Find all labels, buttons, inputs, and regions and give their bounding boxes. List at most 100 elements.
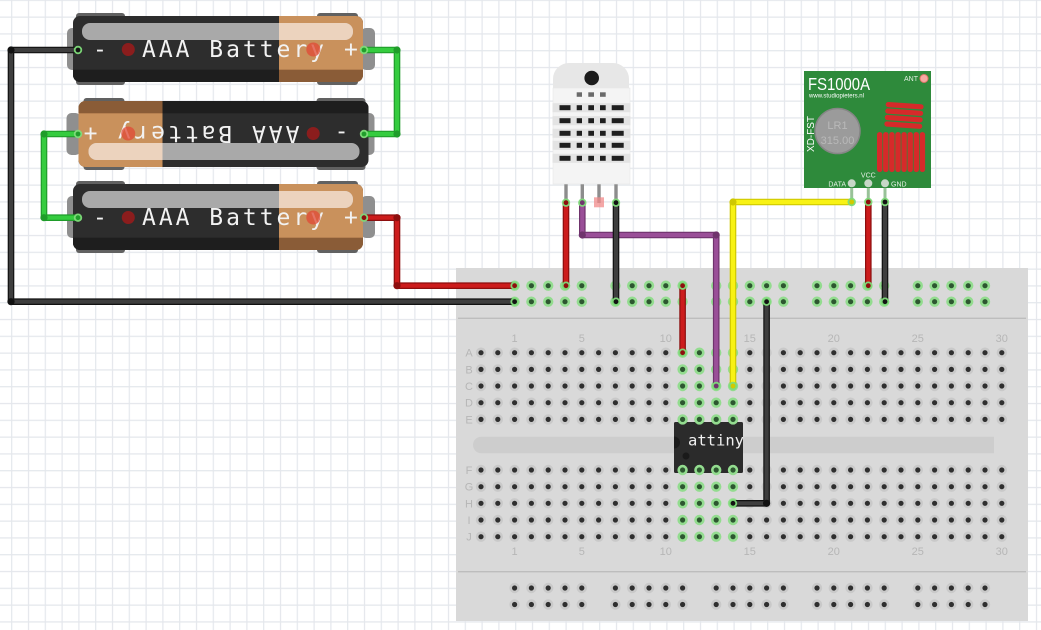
- breadboard-hole[interactable]: [778, 380, 789, 392]
- breadboard-hole[interactable]: [811, 364, 823, 375]
- breadboard-hole[interactable]: [895, 531, 907, 542]
- breadboard-hole[interactable]: [929, 481, 940, 492]
- breadboard-hole[interactable]: [509, 364, 520, 375]
- breadboard-hole[interactable]: [677, 414, 688, 425]
- wire-rf-gnd[interactable]: [880, 197, 890, 306]
- power-rail-hole-bottom[interactable]: [610, 582, 621, 594]
- breadboard-hole[interactable]: [475, 347, 487, 358]
- power-rail-hole-top[interactable]: [979, 280, 991, 291]
- breadboard-hole[interactable]: [593, 514, 604, 526]
- breadboard-hole[interactable]: [962, 347, 974, 358]
- power-rail-hole-top[interactable]: [912, 296, 923, 307]
- breadboard-hole[interactable]: [862, 397, 873, 408]
- breadboard-hole[interactable]: [509, 498, 520, 509]
- breadboard-hole[interactable]: [845, 531, 856, 542]
- breadboard-hole[interactable]: [912, 481, 923, 492]
- power-rail-hole-bottom[interactable]: [660, 582, 671, 594]
- breadboard-hole[interactable]: [996, 514, 1007, 526]
- breadboard-hole[interactable]: [811, 464, 823, 476]
- power-rail-hole-top[interactable]: [946, 296, 957, 307]
- breadboard-hole[interactable]: [610, 531, 621, 542]
- power-rail-hole-top[interactable]: [626, 280, 638, 291]
- power-rail-hole-bottom[interactable]: [526, 582, 537, 594]
- breadboard-hole[interactable]: [929, 380, 940, 392]
- breadboard-hole[interactable]: [878, 498, 890, 509]
- breadboard-hole[interactable]: [794, 531, 806, 542]
- breadboard-hole[interactable]: [996, 464, 1007, 476]
- breadboard-hole[interactable]: [895, 364, 907, 375]
- breadboard-hole[interactable]: [828, 347, 839, 358]
- breadboard-hole[interactable]: [559, 397, 571, 408]
- breadboard-hole[interactable]: [811, 380, 823, 392]
- power-rail-hole-bottom[interactable]: [828, 582, 839, 594]
- breadboard-hole[interactable]: [929, 397, 940, 408]
- wire-endpoint[interactable]: [728, 381, 738, 391]
- breadboard-hole[interactable]: [962, 514, 974, 526]
- breadboard-hole[interactable]: [660, 531, 671, 542]
- breadboard-hole[interactable]: [895, 414, 907, 425]
- breadboard-hole[interactable]: [794, 514, 806, 526]
- wire-bendpoint[interactable]: [578, 231, 586, 239]
- breadboard-hole[interactable]: [845, 481, 856, 492]
- power-rail-hole-top[interactable]: [660, 296, 671, 307]
- breadboard-hole[interactable]: [559, 347, 571, 358]
- wire-endpoint[interactable]: [611, 198, 621, 207]
- breadboard-hole[interactable]: [576, 531, 587, 542]
- breadboard-hole[interactable]: [677, 514, 688, 526]
- power-rail-hole-top[interactable]: [845, 280, 856, 291]
- breadboard-hole[interactable]: [526, 514, 537, 526]
- breadboard-hole[interactable]: [946, 531, 957, 542]
- breadboard-hole[interactable]: [526, 380, 537, 392]
- power-rail-hole-bottom[interactable]: [509, 599, 520, 610]
- wire-rf-vcc[interactable]: [864, 197, 873, 290]
- breadboard-hole[interactable]: [643, 498, 655, 509]
- breadboard-hole[interactable]: [778, 397, 789, 408]
- power-rail-hole-top[interactable]: [962, 296, 974, 307]
- breadboard-hole[interactable]: [610, 514, 621, 526]
- rf-pin-vcc[interactable]: [864, 179, 873, 188]
- breadboard-hole[interactable]: [912, 347, 923, 358]
- breadboard-hole[interactable]: [946, 498, 957, 509]
- breadboard-hole[interactable]: [946, 514, 957, 526]
- breadboard-hole[interactable]: [576, 380, 587, 392]
- power-rail-hole-bottom[interactable]: [778, 582, 789, 594]
- breadboard-hole[interactable]: [677, 498, 688, 509]
- breadboard-hole[interactable]: [811, 414, 823, 425]
- breadboard-hole[interactable]: [660, 347, 671, 358]
- breadboard-hole[interactable]: [811, 481, 823, 492]
- breadboard-hole[interactable]: [912, 464, 923, 476]
- power-rail-hole-top[interactable]: [526, 296, 537, 307]
- breadboard-hole[interactable]: [878, 414, 890, 425]
- breadboard-hole[interactable]: [475, 498, 487, 509]
- breadboard-hole[interactable]: [677, 481, 688, 492]
- breadboard-hole[interactable]: [526, 531, 537, 542]
- power-rail-hole-top[interactable]: [962, 280, 974, 291]
- breadboard-hole[interactable]: [492, 397, 503, 408]
- breadboard-hole[interactable]: [643, 514, 655, 526]
- breadboard-hole[interactable]: [979, 380, 991, 392]
- breadboard-hole[interactable]: [593, 397, 604, 408]
- breadboard-hole[interactable]: [979, 531, 991, 542]
- breadboard-hole[interactable]: [794, 481, 806, 492]
- wire-endpoint[interactable]: [880, 197, 890, 207]
- breadboard-hole[interactable]: [626, 531, 638, 542]
- power-rail-hole-top[interactable]: [660, 280, 671, 291]
- power-rail-hole-bottom[interactable]: [559, 599, 571, 610]
- breadboard-hole[interactable]: [660, 364, 671, 375]
- breadboard-hole[interactable]: [694, 531, 705, 542]
- power-rail-hole-top[interactable]: [526, 280, 537, 291]
- breadboard-hole[interactable]: [979, 414, 991, 425]
- breadboard-hole[interactable]: [526, 364, 537, 375]
- breadboard-hole[interactable]: [996, 397, 1007, 408]
- breadboard-hole[interactable]: [979, 347, 991, 358]
- breadboard-hole[interactable]: [475, 481, 487, 492]
- power-rail-hole-top[interactable]: [542, 280, 554, 291]
- power-rail-hole-bottom[interactable]: [744, 582, 755, 594]
- breadboard-hole[interactable]: [845, 464, 856, 476]
- breadboard-hole[interactable]: [593, 347, 604, 358]
- breadboard-hole[interactable]: [509, 531, 520, 542]
- breadboard-hole[interactable]: [694, 397, 705, 408]
- breadboard-hole[interactable]: [710, 397, 722, 408]
- breadboard-hole[interactable]: [710, 481, 722, 492]
- power-rail-hole-bottom[interactable]: [509, 582, 520, 594]
